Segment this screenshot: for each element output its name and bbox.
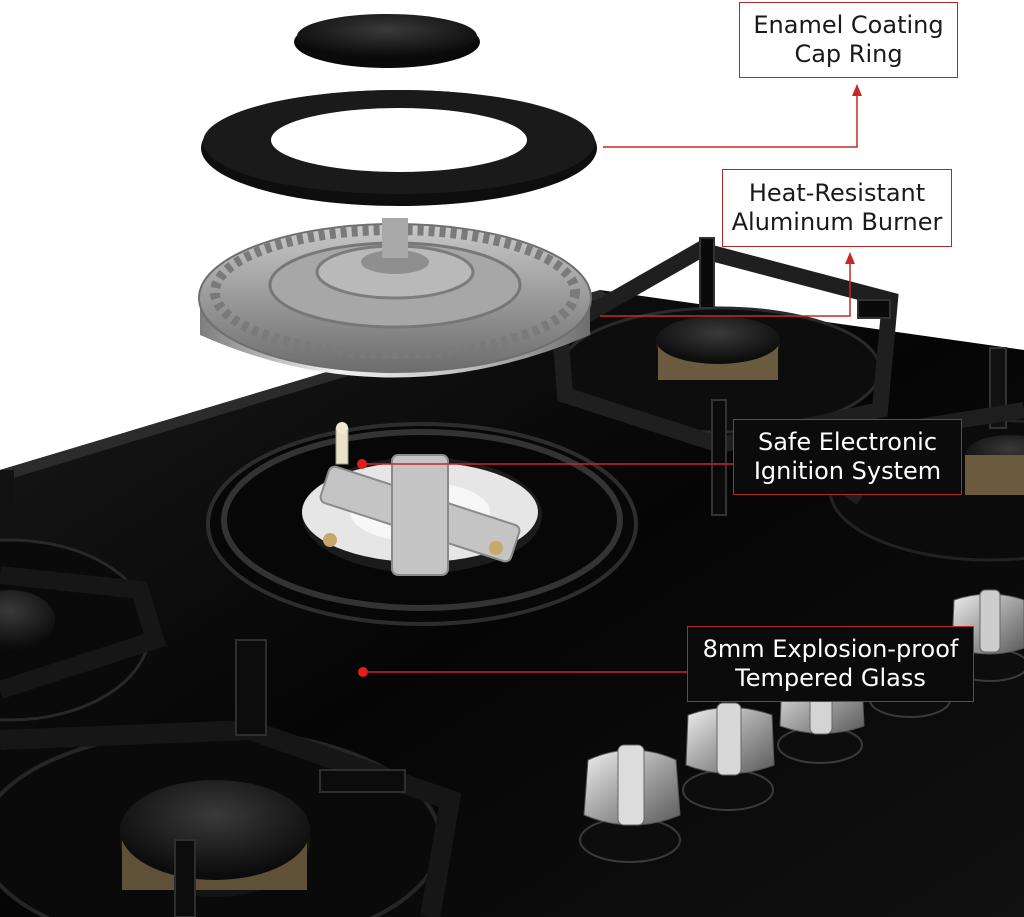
- left-burner: [0, 470, 167, 722]
- center-burner-well: [206, 422, 638, 626]
- callout-cap-ring-line1: Enamel Coating: [753, 11, 944, 39]
- callout-cap-ring: Enamel Coating Cap Ring: [739, 2, 958, 78]
- rear-right-burner: [551, 237, 899, 516]
- aluminum-spider-base: [319, 454, 521, 576]
- glass-marker-dot: [358, 667, 368, 677]
- callout-glass: 8mm Explosion-proof Tempered Glass: [687, 626, 974, 702]
- ignition-marker-dot: [357, 459, 367, 469]
- callout-ignition-line2: Ignition System: [753, 457, 942, 485]
- callout-burner-line1: Heat-Resistant: [748, 179, 926, 207]
- burner-cap-icon: [294, 14, 480, 68]
- callout-burner: Heat-Resistant Aluminum Burner: [722, 169, 952, 247]
- pan-support-grate-front-left: [0, 639, 462, 917]
- aluminum-burner-icon: [198, 218, 592, 378]
- callout-glass-line1: 8mm Explosion-proof: [702, 635, 959, 663]
- cap-ring-icon: [201, 90, 597, 206]
- control-knob-1: [579, 744, 681, 863]
- callout-leader-lines: [362, 84, 862, 673]
- callout-cap-ring-line2: Cap Ring: [794, 40, 903, 68]
- callout-glass-line2: Tempered Glass: [735, 664, 926, 692]
- control-knob-2: [682, 702, 775, 811]
- front-left-burner: [0, 639, 462, 917]
- callout-ignition-line1: Safe Electronic: [757, 428, 938, 456]
- pan-support-grate-rear-right: [551, 237, 899, 516]
- ignition-electrode-icon: [323, 422, 503, 555]
- callout-ignition: Safe Electronic Ignition System: [733, 419, 962, 495]
- callout-burner-line2: Aluminum Burner: [731, 208, 943, 236]
